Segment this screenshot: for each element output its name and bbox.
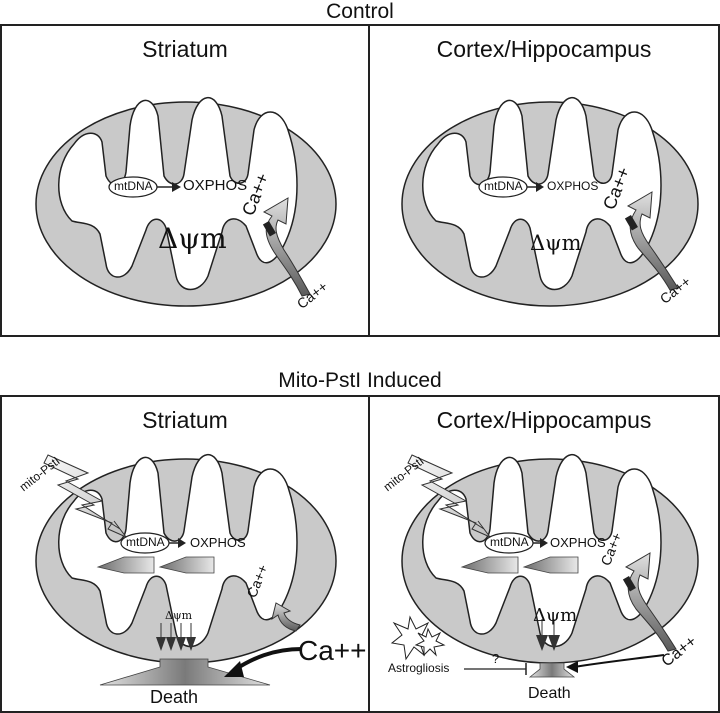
astrogliosis-icon (390, 615, 446, 661)
mtdna-label: mtDNA (484, 179, 523, 193)
mitochondrion-diagram (401, 97, 699, 307)
mito-pstI-bolt (407, 454, 492, 539)
question-mark-label: ? (492, 651, 500, 666)
arrowhead (540, 538, 548, 548)
membrane-potential-label: Δψm (158, 222, 227, 255)
oxphos-label: OXPHOS (183, 177, 248, 194)
panel-title: Cortex/Hippocampus (436, 407, 652, 433)
membrane-potential-drop-arrows (536, 619, 560, 651)
panel-title: Striatum (142, 407, 228, 433)
calcium-to-death-arrow (573, 654, 665, 668)
calcium-influx-arrow (262, 197, 311, 297)
induced-section-title: Mito-PstI Induced (278, 369, 442, 392)
inner-membrane-cristae (422, 454, 662, 648)
panel-induced-cortex: Cortex/Hippocampus mito-PstI mtDNA OXPHO… (368, 395, 720, 713)
calcium-influx-arrow (626, 191, 679, 291)
astrogliosis-label: Astrogliosis (388, 661, 450, 675)
mitochondrion-diagram (35, 454, 337, 686)
reduced-oxphos-arrow (522, 556, 579, 574)
calcium-outside-label: Ca++ (298, 635, 367, 666)
panel-title: Cortex/Hippocampus (436, 36, 652, 62)
inner-membrane-cristae (58, 454, 298, 648)
oxphos-label: OXPHOS (550, 535, 606, 550)
death-arrow (99, 658, 271, 686)
mitochondrion-diagram (35, 97, 337, 307)
control-section-title: Control (326, 0, 394, 23)
calcium-channel (624, 214, 638, 231)
panel-induced-striatum: Striatum mito-PstI mtDNA OXPHOS (0, 395, 370, 713)
oxphos-label: OXPHOS (547, 179, 599, 193)
panel-control-cortex: Cortex/Hippocampus mtDNA OXPHOS Ca++ Ca+… (368, 24, 720, 337)
death-arrow (528, 662, 576, 678)
mitochondrion-diagram (390, 454, 699, 678)
mtdna-label: mtDNA (114, 179, 153, 193)
oxphos-label: OXPHOS (190, 535, 246, 550)
calcium-influx-arrow (271, 602, 301, 632)
membrane-potential-label: Δψm (530, 231, 582, 255)
calcium-influx-arrow (624, 552, 677, 652)
arrowhead (172, 182, 181, 192)
mito-pstI-bolt (43, 454, 128, 539)
reduced-oxphos-arrow (158, 556, 215, 574)
membrane-potential-label: Δψm (533, 605, 578, 626)
reduced-mtdna-arrow (460, 556, 519, 574)
mtdna-label: mtDNA (126, 535, 165, 549)
calcium-channel (622, 575, 636, 592)
calcium-channel (262, 220, 276, 237)
membrane-potential-drop-arrows (156, 623, 196, 651)
arrowhead (224, 661, 244, 677)
panel-control-striatum: Striatum mtDNA OXPHOS Ca++ Ca++ Δψm (0, 24, 370, 337)
death-label: Death (150, 687, 199, 707)
panel-title: Striatum (142, 36, 228, 62)
arrowhead (178, 538, 186, 548)
arrowhead (536, 182, 544, 192)
reduced-mtdna-arrow (96, 556, 155, 574)
membrane-potential-label: Δψm (165, 609, 193, 622)
death-label: Death (528, 685, 571, 702)
mtdna-label: mtDNA (490, 535, 529, 549)
arrowhead (566, 661, 578, 673)
